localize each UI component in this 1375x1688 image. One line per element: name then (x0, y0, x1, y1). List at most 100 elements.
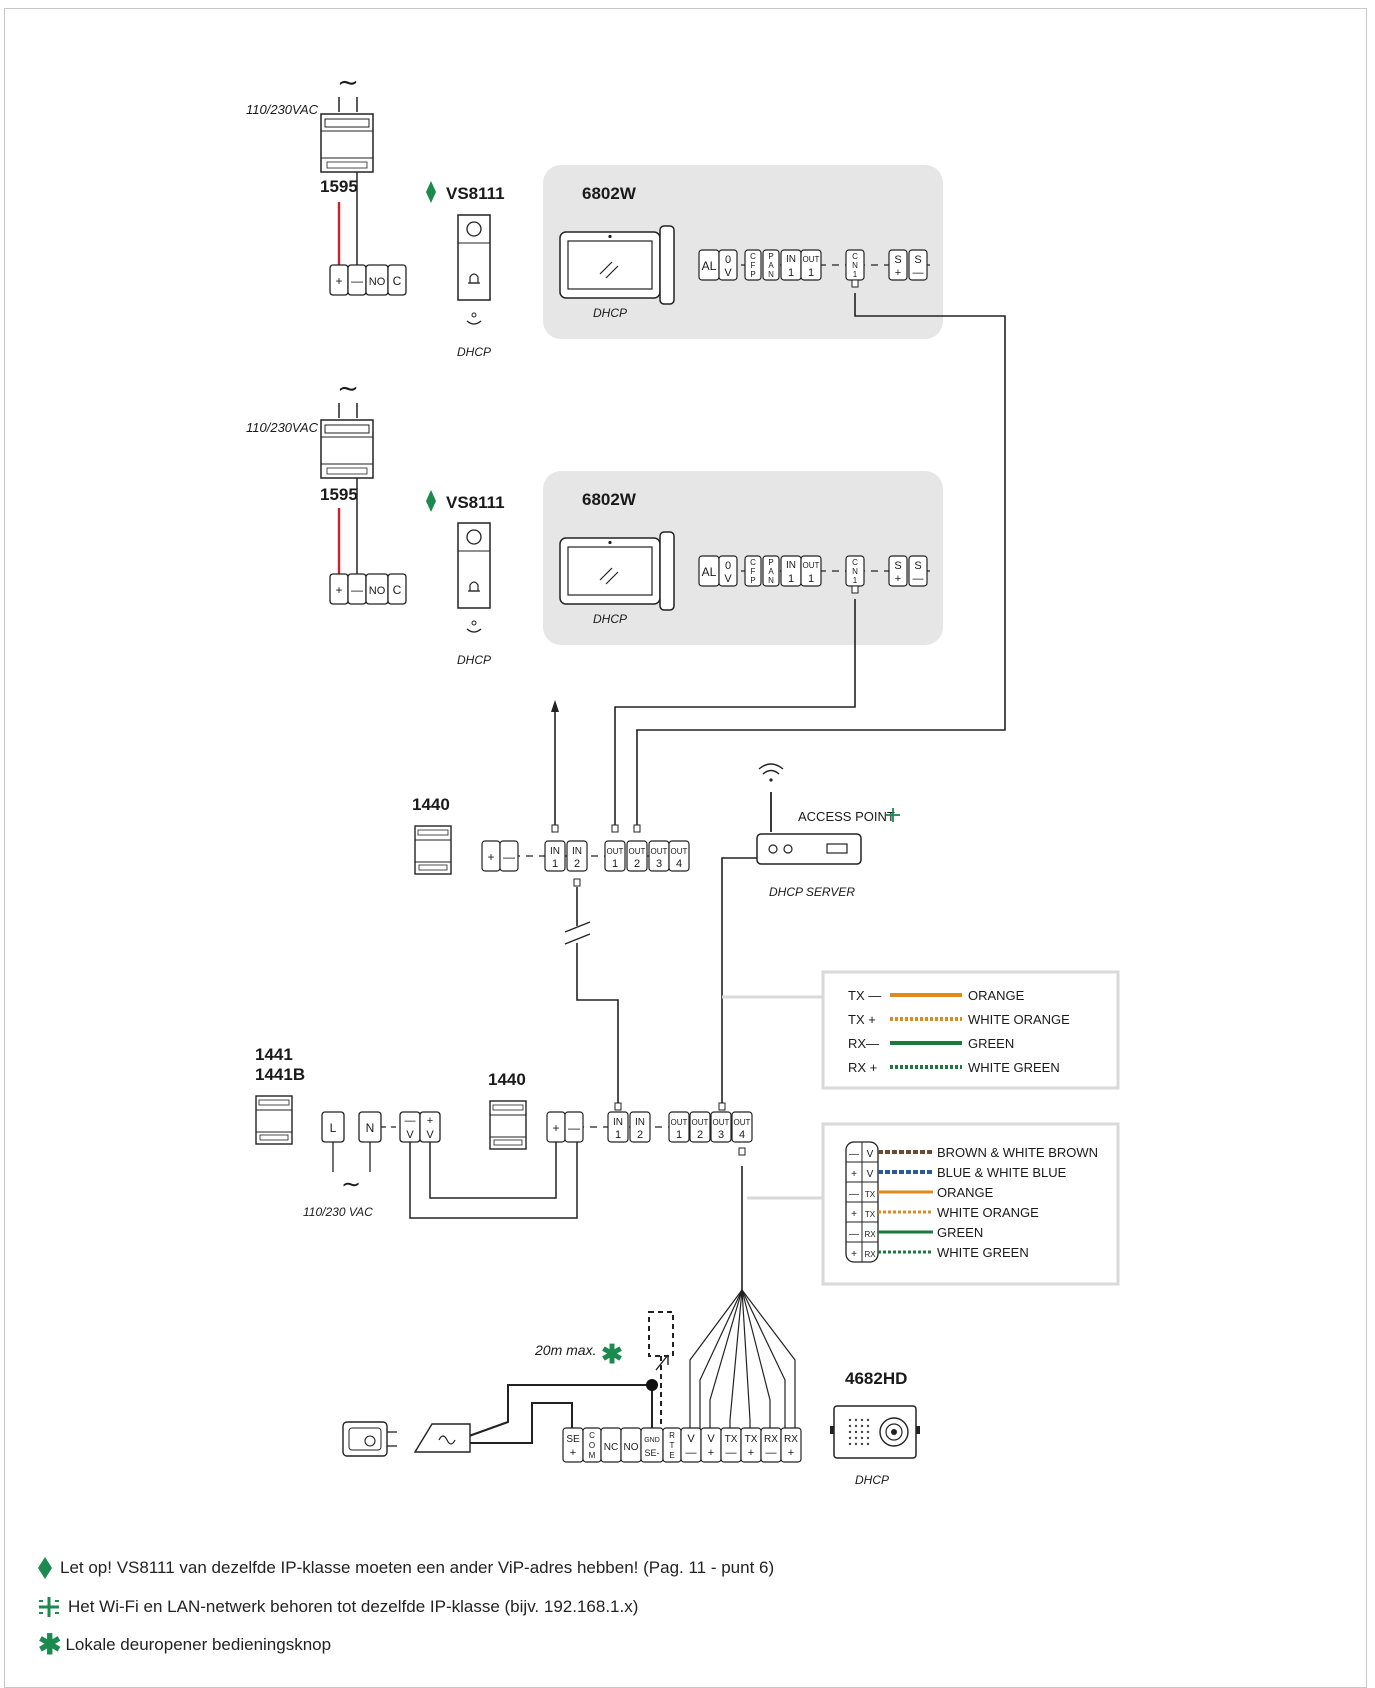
wiring-diagram: ∼ 110/230VAC 1595 + — NO C VS8111 DHCP 6… (246, 67, 1120, 1487)
svg-text:A: A (768, 261, 774, 270)
svg-text:RX: RX (864, 1230, 876, 1239)
svg-text:+: + (748, 1447, 754, 1459)
svg-text:1440: 1440 (488, 1070, 526, 1089)
svg-text:V: V (406, 1129, 414, 1141)
svg-text:IN: IN (572, 846, 582, 857)
svg-text:TX: TX (725, 1434, 738, 1445)
svg-text:DHCP: DHCP (593, 612, 627, 626)
svg-text:OUT: OUT (651, 847, 668, 856)
up-arrow (551, 700, 559, 712)
svg-text:1441B: 1441B (255, 1065, 305, 1084)
svg-text:∼: ∼ (337, 373, 359, 403)
svg-text:S: S (914, 254, 921, 266)
svg-text:—: — (351, 274, 363, 288)
svg-text:DHCP SERVER: DHCP SERVER (769, 885, 855, 899)
svg-text:N: N (366, 1121, 375, 1135)
power-supply-1441: 1441 1441B L N — V + V ∼ 110/230 VAC (255, 1045, 441, 1219)
svg-text:OUT: OUT (803, 561, 820, 570)
svg-text:GREEN: GREEN (968, 1036, 1014, 1051)
svg-text:4: 4 (739, 1129, 745, 1141)
svg-text:—: — (913, 573, 924, 585)
svg-text:V: V (707, 1433, 715, 1445)
svg-text:C: C (750, 252, 756, 261)
svg-text:L: L (330, 1121, 337, 1135)
svg-text:SE-: SE- (644, 1448, 659, 1458)
switch-1440-top: 1440 + — IN 1 IN 2 OUT 1 OUT 2 OUT 3 OUT… (412, 795, 690, 887)
psu-wiring-bottom (337, 478, 358, 574)
svg-text:—: — (686, 1447, 697, 1459)
svg-text:+: + (851, 1169, 857, 1180)
svg-text:RX—: RX— (848, 1036, 879, 1051)
svg-text:ORANGE: ORANGE (968, 988, 1025, 1003)
svg-text:M: M (589, 1451, 596, 1460)
svg-text:P: P (750, 576, 755, 585)
svg-text:—: — (405, 1115, 416, 1127)
svg-text:+: + (708, 1447, 714, 1459)
svg-text:C: C (852, 558, 858, 567)
svg-text:TX: TX (865, 1190, 876, 1199)
svg-text:+: + (851, 1209, 857, 1220)
svg-text:—: — (726, 1447, 737, 1459)
svg-text:C: C (393, 583, 402, 597)
diamond-icon (426, 490, 436, 512)
svg-text:1: 1 (612, 858, 618, 870)
svg-text:∼: ∼ (337, 67, 359, 97)
svg-text:NO: NO (369, 585, 386, 597)
svg-text:IN: IN (786, 560, 796, 571)
svg-text:P: P (768, 252, 773, 261)
svg-text:2: 2 (637, 1129, 643, 1141)
svg-text:N: N (852, 567, 858, 576)
note-network: Het Wi-Fi en LAN-netwerk behoren tot dez… (38, 1596, 638, 1618)
svg-text:1: 1 (615, 1129, 621, 1141)
svg-text:VS8111: VS8111 (446, 184, 505, 203)
note-text: Het Wi-Fi en LAN-netwerk behoren tot dez… (68, 1597, 639, 1616)
svg-text:C: C (393, 274, 402, 288)
svg-text:+: + (335, 274, 342, 288)
svg-text:BROWN & WHITE BROWN: BROWN & WHITE BROWN (937, 1145, 1098, 1160)
note-ip-address: Let op! VS8111 van dezelfde IP-klasse mo… (38, 1557, 774, 1579)
svg-text:WHITE GREEN: WHITE GREEN (968, 1060, 1060, 1075)
svg-text:OUT: OUT (713, 1118, 730, 1127)
svg-text:F: F (751, 567, 756, 576)
svg-text:P: P (750, 270, 755, 279)
svg-text:S: S (914, 560, 921, 572)
svg-text:C: C (852, 252, 858, 261)
svg-text:0: 0 (725, 254, 731, 266)
svg-text:3: 3 (656, 858, 662, 870)
svg-text:TX +: TX + (848, 1012, 876, 1027)
svg-text:V: V (724, 573, 732, 585)
svg-text:N: N (768, 270, 774, 279)
svg-text:R: R (669, 1431, 675, 1440)
monitor-terminals-top: AL 0 V C F P P A N IN 1 OUT 1 C N 1 S + (698, 249, 928, 281)
svg-text:1441: 1441 (255, 1045, 293, 1064)
star-icon: ✱ (38, 1629, 62, 1660)
fan-out-cables (689, 1289, 796, 1444)
note-text: Let op! VS8111 van dezelfde IP-klasse mo… (60, 1558, 775, 1577)
svg-text:+: + (570, 1447, 576, 1459)
svg-text:GND: GND (644, 1437, 660, 1444)
svg-text:WHITE ORANGE: WHITE ORANGE (937, 1205, 1039, 1220)
svg-text:A: A (768, 567, 774, 576)
svg-text:F: F (751, 261, 756, 270)
svg-text:IN: IN (786, 254, 796, 265)
monitor-panel-top: 6802W DHCP AL 0 V C F P P A N IN 1 OUT 1… (543, 165, 943, 339)
svg-text:C: C (589, 1431, 595, 1440)
svg-text:WHITE ORANGE: WHITE ORANGE (968, 1012, 1070, 1027)
note-text: Lokale deuropener bedieningsknop (65, 1635, 332, 1654)
svg-text:NO: NO (624, 1442, 639, 1453)
switch-1440-bottom: 1440 + — IN 1 IN 2 OUT 1 OUT 2 OUT 3 OUT… (488, 1070, 753, 1156)
voltage-label: 110/230VAC (246, 102, 319, 117)
psu-1595-bottom: ∼ 110/230VAC 1595 (246, 373, 374, 504)
diamond-icon (38, 1557, 52, 1579)
svg-text:4682HD: 4682HD (845, 1369, 907, 1388)
svg-text:BLUE & WHITE BLUE: BLUE & WHITE BLUE (937, 1165, 1067, 1180)
svg-text:NC: NC (604, 1442, 618, 1453)
svg-text:VS8111: VS8111 (446, 493, 505, 512)
svg-text:1: 1 (552, 858, 558, 870)
svg-text:—: — (503, 850, 515, 864)
outdoor-unit-4682HD: 4682HD DHCP (830, 1369, 920, 1487)
legend-top: TX — ORANGE TX + WHITE ORANGE RX— GREEN … (722, 970, 1120, 1090)
svg-text:DHCP: DHCP (457, 653, 491, 667)
speaker-grille (848, 1418, 870, 1446)
lock-wiring (468, 1384, 653, 1444)
